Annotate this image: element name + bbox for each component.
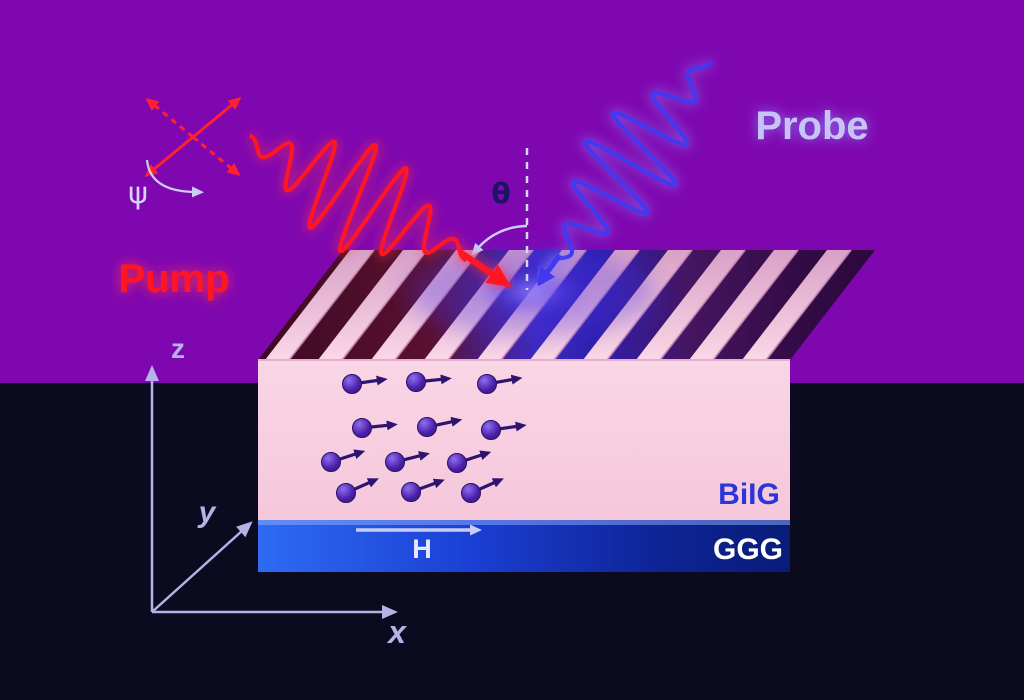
axis-y	[151, 521, 253, 613]
substrate-label: GGG	[713, 533, 783, 566]
probe-beam-arrow	[535, 253, 563, 288]
substrate-top-highlight	[258, 520, 790, 525]
pump-polarization-cross	[144, 96, 242, 178]
grating-ridge-edge	[712, 249, 799, 361]
grating-ridge	[689, 250, 798, 360]
psi-arc	[145, 159, 204, 198]
polarization-arrow-sw	[144, 135, 194, 178]
coordinate-axes	[145, 365, 398, 619]
grating-ridge-edge	[765, 249, 852, 361]
grating-ridge	[636, 250, 745, 360]
substrate-layer	[258, 520, 790, 572]
sample	[258, 248, 875, 572]
grating-ridge-edge	[288, 249, 375, 361]
polarization-arrow-nw	[145, 98, 194, 139]
axis-z-label: z	[171, 333, 185, 364]
field-label: H	[412, 534, 432, 564]
polarization-arrow-ne	[192, 96, 242, 139]
spin-lattice	[321, 372, 527, 503]
spin-sphere	[321, 452, 341, 472]
grating-ridge	[318, 250, 427, 360]
theta-arc	[471, 224, 528, 256]
pump-wave	[248, 133, 468, 263]
axis-x-label: x	[386, 614, 407, 650]
grating-ridge-edge	[341, 249, 428, 361]
probe-label: Probe	[755, 104, 868, 148]
spin-sphere	[477, 374, 497, 394]
axis-y-label: y	[197, 496, 217, 529]
spin-sphere	[461, 483, 481, 503]
grating-ridge	[742, 250, 851, 360]
pump-label: Pump	[118, 257, 229, 301]
polarization-arrow-se	[192, 135, 241, 176]
spin-sphere	[401, 482, 421, 502]
spin-sphere	[385, 452, 405, 472]
spin-sphere	[342, 374, 362, 394]
theta-label: θ	[491, 177, 510, 210]
spin-sphere	[336, 483, 356, 503]
spin-sphere	[406, 372, 426, 392]
pump-beam-arrow	[458, 249, 512, 288]
spin-sphere	[481, 420, 501, 440]
spin-sphere	[447, 453, 467, 473]
grating-ridge-edge	[659, 249, 746, 361]
film-label: BiIG	[718, 478, 780, 511]
spin-sphere	[417, 417, 437, 437]
grating-ridge	[265, 250, 374, 360]
spin-sphere	[352, 418, 372, 438]
psi-label: ψ	[128, 176, 148, 211]
probe-wave	[547, 60, 713, 266]
